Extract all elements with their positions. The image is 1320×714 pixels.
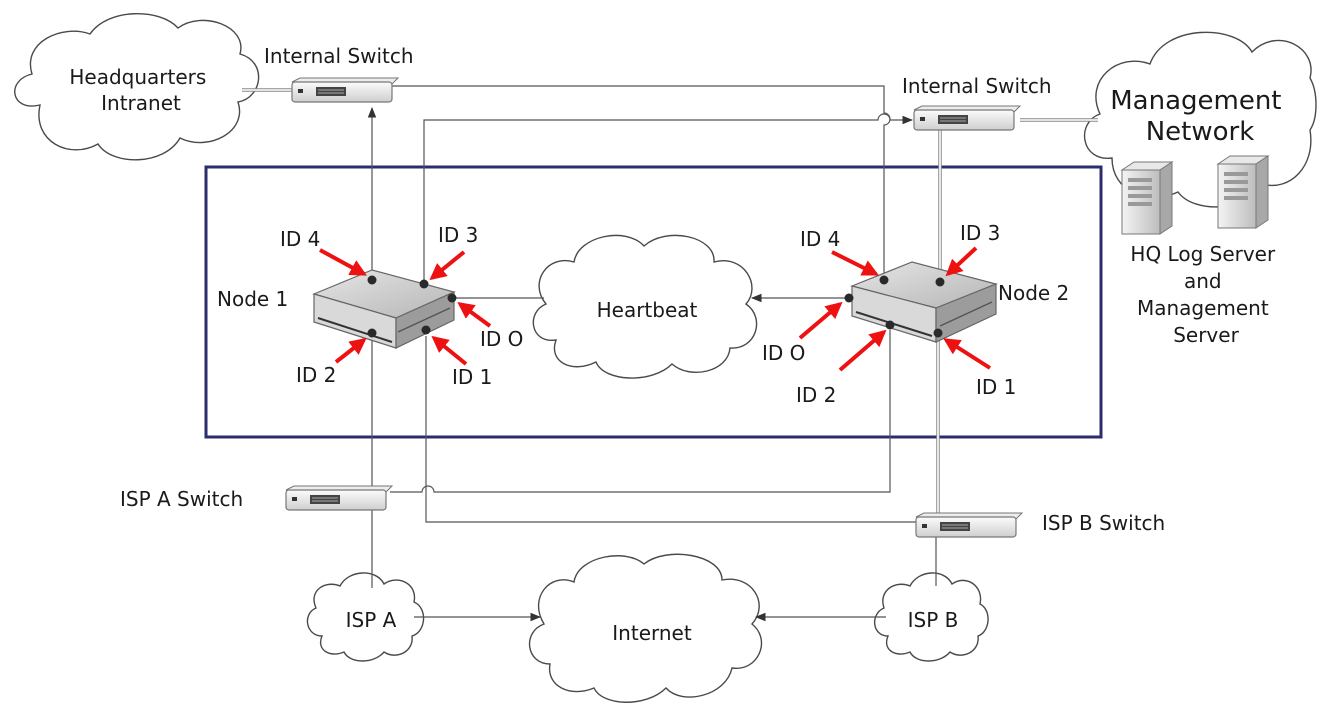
red-arrow-icon (429, 250, 466, 281)
internal-switch-left: Internal Switch (264, 44, 414, 103)
red-arrow-icon (838, 329, 887, 372)
network-switch-icon (291, 77, 400, 103)
server-tower-icon (1120, 161, 1174, 235)
cloud-icon (306, 572, 425, 662)
hq-intranet-label: Headquarters Intranet (69, 65, 212, 115)
isp-b-cloud: ISP B (874, 572, 989, 662)
node2-id2-label: ID 2 (796, 383, 836, 407)
isp-b-switch: ISP B Switch (915, 511, 1165, 538)
node2-id1-label: ID 1 (976, 375, 1016, 399)
cloud-icon (532, 234, 758, 379)
cloud-icon (14, 12, 260, 161)
isp-b-switch-label: ISP B Switch (1042, 511, 1165, 535)
firewall-node-icon (312, 269, 456, 349)
isp-a-cloud: ISP A (306, 572, 425, 662)
node2-port-id0 (844, 293, 854, 303)
servers-caption-line2: and (1184, 269, 1222, 293)
isp-a-label: ISP A (346, 608, 397, 632)
firewall-node-icon (850, 261, 998, 343)
node1-id4-label: ID 4 (280, 227, 320, 251)
red-arrow-icon (319, 248, 367, 276)
cluster-frame (204, 165, 1103, 439)
isp-a-switch-label: ISP A Switch (120, 487, 243, 511)
red-arrow-icon (798, 301, 843, 340)
servers-caption-line4: Server (1173, 323, 1239, 347)
cloud-icon (874, 572, 989, 662)
internal-switch-right-label: Internal Switch (902, 74, 1052, 98)
node2-port-id2 (885, 320, 895, 330)
management-network-label: Management Network (1110, 86, 1290, 147)
servers-caption-line1: HQ Log Server (1130, 242, 1276, 266)
red-arrow-icon (334, 337, 367, 364)
server-tower-icon (1216, 155, 1270, 229)
node1-port-id0 (447, 293, 457, 303)
node1-port-id3 (419, 279, 429, 289)
node1-port-id2 (367, 328, 377, 338)
internet-cloud: Internet (528, 553, 763, 703)
servers-caption-line3: Management (1137, 296, 1269, 320)
node1-port-id1 (421, 325, 431, 335)
isp-b-label: ISP B (908, 608, 959, 632)
heartbeat-cloud: Heartbeat (532, 234, 758, 379)
node2-port-id1 (933, 328, 943, 338)
management-network-label-line1: Management (1110, 86, 1281, 116)
link-internal-right-to-node1 (423, 113, 914, 282)
heartbeat-label: Heartbeat (597, 298, 698, 322)
isp-a-switch: ISP A Switch (120, 485, 394, 511)
node1-port-id4 (367, 275, 377, 285)
node1-id2-label: ID 2 (296, 363, 336, 387)
node1-id1-label: ID 1 (452, 365, 492, 389)
servers-caption: HQ Log Server and Management Server (1130, 242, 1281, 347)
hq-intranet-label-line1: Headquarters (69, 65, 206, 89)
node-1: Node 1 ID 4 ID 3 ID O ID 2 ID 1 (217, 223, 523, 389)
node2-label: Node 2 (998, 281, 1069, 305)
network-switch-icon (915, 512, 1024, 538)
management-network-cloud: Management Network (1083, 31, 1317, 208)
node-2: Node 2 ID 4 ID 3 ID O ID 2 ID 1 (762, 221, 1069, 407)
internal-switch-left-label: Internal Switch (264, 44, 414, 68)
red-arrow-icon (831, 250, 880, 276)
network-switch-icon (913, 105, 1022, 131)
red-arrow-icon (945, 246, 978, 277)
hq-intranet-cloud: Headquarters Intranet (14, 12, 260, 161)
red-arrow-icon (431, 335, 468, 366)
internet-label: Internet (612, 621, 692, 645)
connections (242, 85, 1098, 622)
network-switch-icon (285, 485, 394, 511)
red-arrow-icon (943, 338, 992, 370)
link-node1-ispb-switch (425, 336, 916, 523)
link-ispa-switch-to-node2 (390, 330, 891, 493)
node1-id0-label: ID O (480, 327, 523, 351)
management-server (1216, 155, 1270, 229)
node2-id0-label: ID O (762, 341, 805, 365)
management-network-label-line2: Network (1146, 117, 1255, 147)
internal-switch-right: Internal Switch (902, 74, 1052, 131)
red-arrow-icon (457, 302, 492, 328)
hq-log-server (1120, 161, 1174, 235)
node1-label: Node 1 (217, 287, 288, 311)
hq-intranet-label-line2: Intranet (101, 91, 181, 115)
node2-id3-label: ID 3 (960, 221, 1000, 245)
cloud-icon (528, 553, 763, 703)
node2-port-id4 (879, 275, 889, 285)
node1-id3-label: ID 3 (438, 223, 478, 247)
node2-port-id3 (935, 277, 945, 287)
node2-id4-label: ID 4 (800, 227, 840, 251)
